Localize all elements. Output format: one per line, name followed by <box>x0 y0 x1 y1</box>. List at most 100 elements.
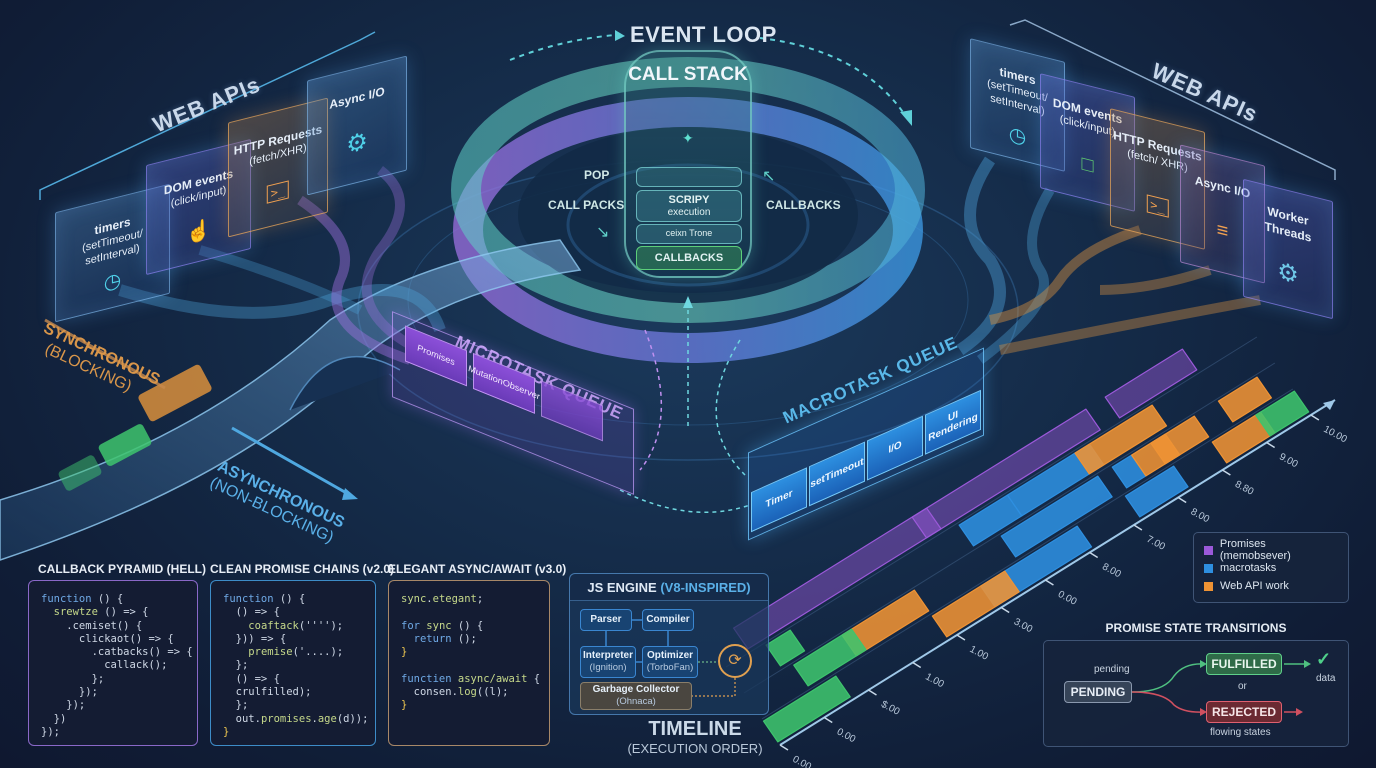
api-flow-path <box>198 245 363 315</box>
timeline-tick-label: 1.00 <box>968 644 991 663</box>
sync-arrow <box>44 318 166 390</box>
web-apis-bracket-left <box>39 31 376 200</box>
api-box-title: Async I/O <box>329 84 385 112</box>
api-flow-path <box>999 295 1261 355</box>
or-label: or <box>1238 681 1247 692</box>
node-sublabel: (Ignition) <box>589 662 627 674</box>
code-panel-async-await: sync.etegant; for sync () { return ();} … <box>388 580 550 746</box>
js-engine-title-text: JS ENGINE <box>587 580 657 595</box>
timeline-tick-label: 10.00 <box>1321 424 1349 446</box>
stack-layer-label: CALLBACKS <box>654 251 724 264</box>
code-line: functien async/await { <box>401 672 541 685</box>
stack-layer-label: ceixn Trone <box>665 228 713 239</box>
timeline-bar-sync <box>765 629 806 667</box>
code-line: for sync () { <box>401 619 484 632</box>
call-stack: CALL STACK ✦ SCRIPY execution ceixn Tron… <box>624 50 752 278</box>
engine-connectors <box>605 619 736 697</box>
timeline-tick-label: 1.00 <box>923 671 946 690</box>
code-line: return (); <box>413 632 477 645</box>
web-api-worker-threads[interactable]: Worker Threads ⚙ <box>1243 178 1333 320</box>
timeline-legend: Promises (memobsever) macrotasks Web API… <box>1193 532 1349 603</box>
timeline-bar-macrotasks <box>1000 475 1113 558</box>
gear-icon: ⚙ <box>346 127 368 160</box>
macro-connector <box>715 339 746 476</box>
code-line: consen.log((l); <box>401 686 509 699</box>
state-arrows <box>1131 660 1311 716</box>
timeline-tick-label: 3.00 <box>1012 616 1035 635</box>
code-line: function () { <box>223 593 306 605</box>
timeline-gridline <box>725 336 1258 668</box>
timeline-tick <box>1089 551 1099 559</box>
timeline-tick <box>1221 469 1231 476</box>
api-flow-path <box>297 195 412 365</box>
timeline-axis-arrow <box>1323 400 1335 410</box>
timeline-tick <box>1045 579 1054 586</box>
code-line: srewtze () => { <box>53 606 149 619</box>
timeline-bar-web <box>1150 433 1181 465</box>
timeline-tick <box>1310 414 1320 421</box>
timeline-tick <box>868 689 877 696</box>
timeline-title-text: TIMELINE <box>648 718 742 740</box>
code-line <box>401 606 549 619</box>
web-apis-bracket-right <box>1009 19 1336 180</box>
stack-layer-sublabel: execution <box>667 206 711 218</box>
stack-layer-callbacks: CALLBACKS <box>636 246 742 270</box>
sync-bridge <box>0 239 582 561</box>
timeline-tick <box>956 634 966 641</box>
timeline-title: TIMELINE (EXECUTION ORDER) <box>620 718 770 756</box>
timeline-tick <box>912 661 922 669</box>
timeline-gridline <box>761 388 1294 720</box>
code-line: coaftack(''''); <box>248 619 344 632</box>
timeline-subtitle: (EXECUTION ORDER) <box>627 741 763 756</box>
stack-layer-script: SCRIPY execution <box>636 190 742 222</box>
code-panel-title-async: ELEGANT ASYNC/AWAIT (v3.0) <box>388 562 567 576</box>
api-flow-path <box>976 187 1055 364</box>
terminal-icon: >_ <box>266 180 290 204</box>
node-label: Parser <box>590 614 622 625</box>
code-line: }; <box>223 659 249 672</box>
code-line: }); <box>41 725 60 738</box>
js-engine-title: JS ENGINE (V8-INSPIRED) <box>570 574 768 601</box>
call-stack-title: CALL STACK <box>628 64 748 85</box>
timeline-axis <box>779 399 1336 746</box>
sync-block-green <box>58 455 102 491</box>
check-icon: ✓ <box>1316 649 1332 669</box>
loop-arrow-right <box>759 37 906 116</box>
timeline-bar-web <box>931 570 1020 638</box>
stack-layer-label: SCRIPY <box>668 194 710 207</box>
promise-states-title: PROMISE STATE TRANSITIONS <box>1105 621 1287 635</box>
code-line: premise('....); <box>248 646 344 659</box>
sync-block-orange <box>138 364 212 422</box>
callbacks-label: CALLBACKS <box>766 198 841 212</box>
timeline-bar-web <box>1074 404 1168 475</box>
inner-ring <box>566 163 810 287</box>
footer-label: flowing states <box>1210 727 1271 738</box>
timeline-tick-label: 8.00 <box>1189 506 1212 525</box>
code-line: callack(); <box>41 659 168 672</box>
node-sublabel: (TorboFan) <box>646 662 694 674</box>
sync-block-green <box>98 424 152 466</box>
code-line: }; <box>223 699 249 712</box>
terminal-icon: >_ <box>1146 194 1169 218</box>
code-line: sync.etegant; <box>401 593 484 605</box>
code-line: () => { <box>223 606 280 619</box>
clock-icon: ◷ <box>103 268 122 296</box>
legend-label: Promises (memobsever) <box>1219 538 1291 562</box>
timeline-gridline <box>743 362 1276 694</box>
node-sublabel: (Ohnaca) <box>616 696 656 708</box>
timeline-bar-sync <box>1255 390 1310 437</box>
stack-layer-top <box>636 167 742 187</box>
state-rejected: REJECTED <box>1206 701 1282 723</box>
node-label: Garbage Collector <box>592 684 680 696</box>
timeline-tick <box>1177 496 1187 504</box>
timeline-tick-label: 0.00 <box>835 726 858 745</box>
timeline-tick-label: 8.80 <box>1233 479 1256 498</box>
timeline-tick <box>1000 606 1010 614</box>
timeline-tick-label: 8.00 <box>1100 561 1123 580</box>
promise-states-panel: pending PENDING FULFILLED REJECTED or ✓ … <box>1043 640 1349 747</box>
legend-label: Web API work <box>1220 580 1289 592</box>
curved-arrow-icon: ↘ <box>596 224 610 241</box>
stack-layer-middle: ceixn Trone <box>636 224 742 244</box>
legend-item-web-api-work: Web API work <box>1204 577 1338 595</box>
